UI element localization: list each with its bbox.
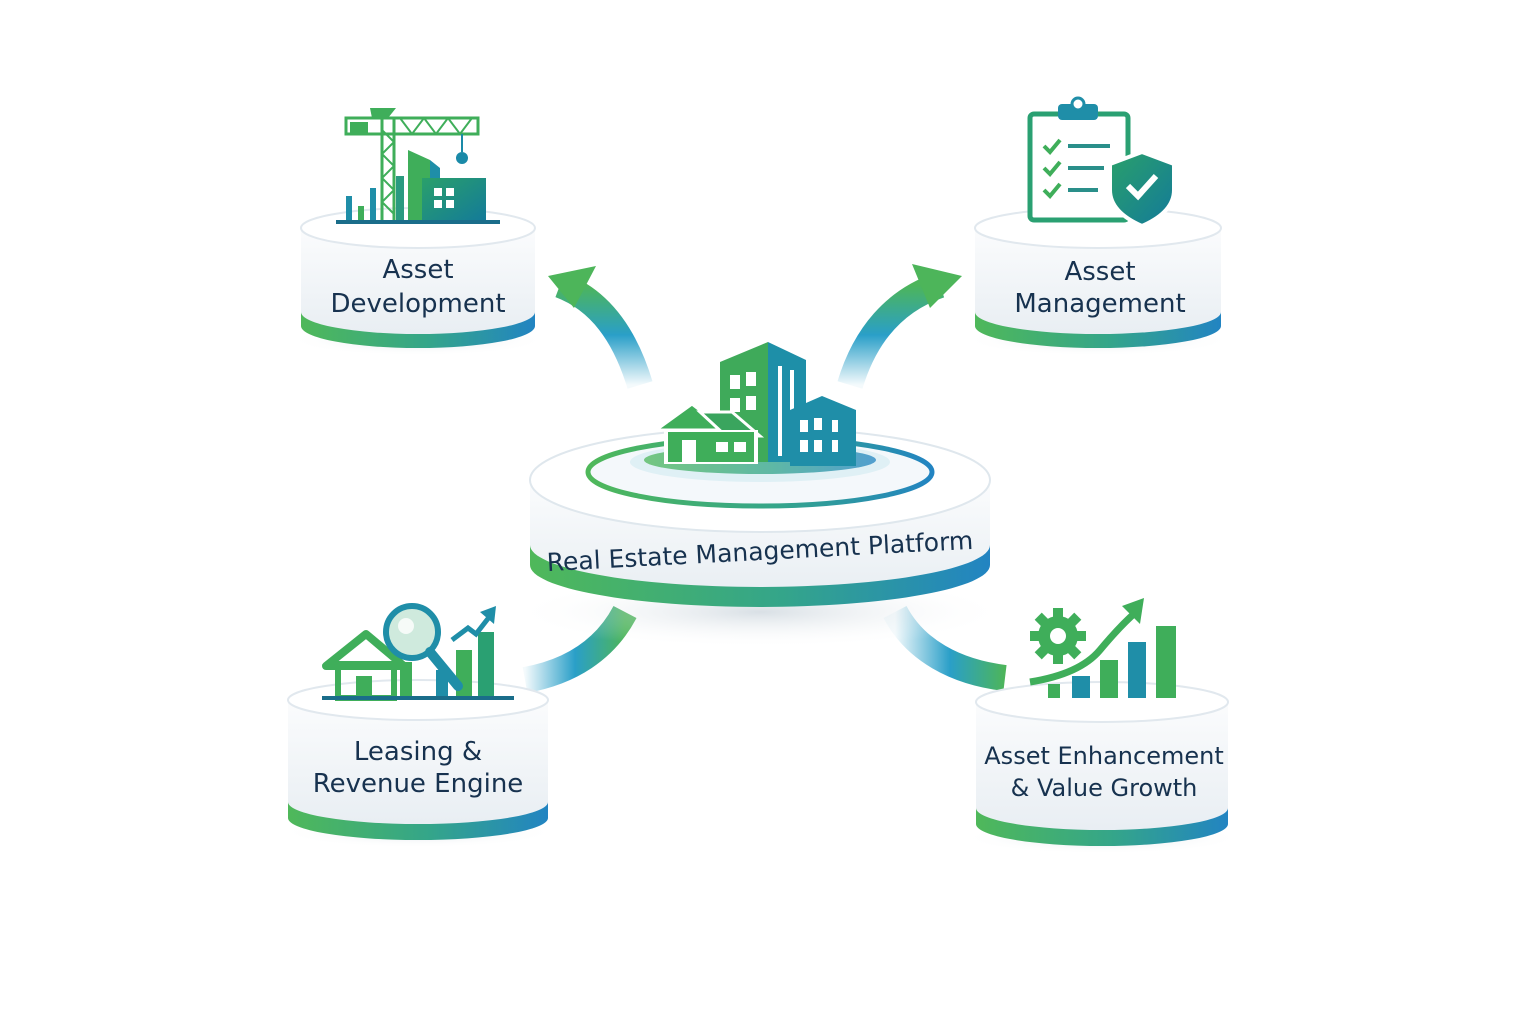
- module-label-line-1: Asset: [1064, 257, 1135, 287]
- arrow-to-asset-development: [548, 266, 653, 389]
- module-label-line-2: Development: [330, 289, 505, 319]
- module-label-line-1: Leasing &: [354, 737, 482, 767]
- module-asset-management[interactable]: Asset Management: [963, 96, 1233, 356]
- module-leasing-revenue[interactable]: Leasing & Revenue Engine: [280, 603, 556, 848]
- construction-crane-icon: [336, 108, 500, 224]
- gear-growth-chart-icon: [1029, 598, 1176, 698]
- module-label-line-2: & Value Growth: [1011, 774, 1198, 802]
- clipboard-shield-icon: [1027, 96, 1176, 229]
- module-label-line-2: Revenue Engine: [313, 769, 524, 799]
- module-label-line-2: Management: [1014, 289, 1185, 319]
- module-asset-enhancement[interactable]: Asset Enhancement & Value Growth: [962, 598, 1242, 854]
- house-search-chart-icon: [322, 603, 514, 701]
- center-platform: Real Estate Management Platform: [510, 342, 1010, 648]
- module-label-line-1: Asset: [382, 255, 453, 285]
- module-label-line-1: Asset Enhancement: [984, 742, 1223, 770]
- module-asset-development[interactable]: Asset Development: [288, 108, 548, 356]
- arrow-to-asset-management: [837, 264, 962, 389]
- real-estate-buildings-icon: [651, 342, 856, 466]
